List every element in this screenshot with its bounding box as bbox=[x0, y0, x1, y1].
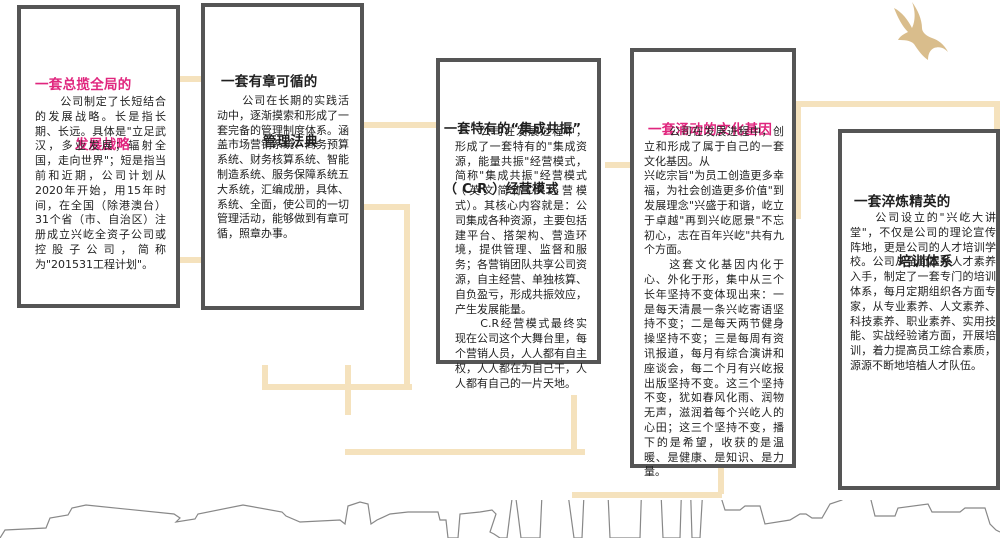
card-title-line1: 一套总揽全局的 bbox=[35, 77, 132, 93]
card-body: 公司设立的"兴屹大讲堂"，不仅是公司的理论宣传阵地，更是公司的人才培训学校。公司… bbox=[850, 211, 996, 374]
card-body: 公司制定了长短结合的发展战略。长是指长期、长远。具体是"立足武汉，多业发展；辐射… bbox=[35, 95, 166, 273]
card-body: 公司在长期的实践活动中，逐渐摸索和形成了一套完备的管理制度体系。涵盖市场营销系统… bbox=[217, 94, 349, 242]
card-paragraph: 公司在长期的实践活动中，逐渐摸索和形成了一套完备的管理制度体系。涵盖市场营销系统… bbox=[217, 94, 349, 241]
card-title: 一套涌动的文化基因 bbox=[648, 80, 772, 180]
card-title-line2: 发展战略 bbox=[75, 137, 131, 153]
card-title-line2: （ C.R ）经营模式 bbox=[444, 182, 559, 197]
card-paragraph: 兴屹宗旨"为员工创造更多幸福，为社会创造更多价值"到发展理念"兴盛于和谐，屹立于… bbox=[644, 169, 784, 257]
card-training-system: 一套淬炼精英的 培训体系 公司设立的"兴屹大讲堂"，不仅是公司的理论宣传阵地，更… bbox=[838, 129, 1000, 490]
card-management-code: 一套有章可循的 管理法典 公司在长期的实践活动中，逐渐摸索和形成了一套完备的管理… bbox=[201, 3, 364, 310]
connector-line bbox=[571, 395, 577, 455]
connector-line bbox=[605, 162, 635, 168]
card-cr-business-model: 一套特有的“集成共振” （ C.R ）经营模式 公司在发展过程中，形成了一套特有… bbox=[436, 58, 601, 390]
card-paragraph: 公司在发展过程中，形成了一套特有的"集成资源，能量共振"经营模式，简称"集成共振… bbox=[455, 125, 587, 316]
connector-line bbox=[262, 384, 412, 390]
card-paragraph: 公司设立的"兴屹大讲堂"，不仅是公司的理论宣传阵地，更是公司的人才培训学校。公司… bbox=[850, 211, 996, 372]
dove-icon bbox=[894, 2, 948, 60]
city-skyline-outline bbox=[0, 500, 1000, 538]
card-title-line2: 培训体系 bbox=[898, 254, 954, 270]
card-body: 公司在发展过程中，形成了一套特有的"集成资源，能量共振"经营模式，简称"集成共振… bbox=[455, 125, 587, 391]
connector-line bbox=[818, 101, 1000, 107]
card-body: 公司在发展进程中，创立和形成了属于自己的一套文化基因。从 兴屹宗旨"为员工创造更… bbox=[644, 125, 784, 480]
card-title: 一套总揽全局的 发展战略 bbox=[35, 35, 132, 195]
card-paragraph: 这套文化基因内化于心、外化于形，集中从三个长年坚持不变体现出来：一是每天清晨一条… bbox=[644, 258, 784, 479]
card-paragraph: 公司制定了长短结合的发展战略。长是指长期、长远。具体是"立足武汉，多业发展；辐射… bbox=[35, 95, 166, 271]
card-title-line1: 一套淬炼精英的 bbox=[854, 194, 951, 210]
connector-line bbox=[345, 365, 351, 415]
card-culture-genes: 一套涌动的文化基因 公司在发展进程中，创立和形成了属于自己的一套文化基因。从 兴… bbox=[630, 48, 796, 478]
card-title-line1: 一套有章可循的 bbox=[221, 74, 318, 90]
connector-line bbox=[360, 122, 440, 128]
card-title-line1: 一套涌动的文化基因 bbox=[648, 122, 773, 138]
connector-line bbox=[994, 101, 1000, 137]
connector-line bbox=[404, 204, 410, 384]
card-title-line2: 管理法典 bbox=[263, 134, 319, 150]
connector-line bbox=[345, 449, 585, 455]
connector-line bbox=[262, 365, 268, 390]
connector-line bbox=[178, 257, 204, 263]
card-title: 一套淬炼精英的 培训体系 bbox=[854, 152, 953, 312]
card-paragraph: 公司在发展进程中，创立和形成了属于自己的一套文化基因。从 bbox=[644, 125, 784, 168]
connector-line bbox=[795, 101, 801, 219]
card-title-line1: 一套特有的“集成共振” bbox=[444, 122, 582, 137]
connector-line bbox=[795, 101, 837, 107]
card-title: 一套有章可循的 管理法典 bbox=[221, 32, 318, 192]
connector-line bbox=[178, 76, 204, 82]
card-paragraph: C.R经营模式最终实现在公司这个大舞台里，每个营销人员，人人都有自主权，人人都在… bbox=[455, 317, 587, 390]
connector-line bbox=[360, 204, 410, 210]
card-title: 一套特有的“集成共振” （ C.R ）经营模式 bbox=[444, 80, 581, 240]
card-development-strategy: 一套总揽全局的 发展战略 公司制定了长短结合的发展战略。长是指长期、长远。具体是… bbox=[17, 5, 180, 308]
connector-line bbox=[572, 492, 722, 498]
connector-line bbox=[718, 464, 724, 494]
